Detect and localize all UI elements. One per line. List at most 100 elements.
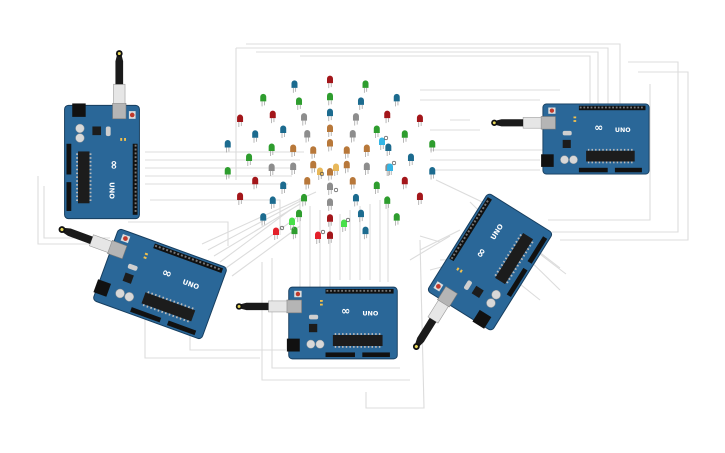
arduino-uno-board-2[interactable]: ∞UNO: [40, 209, 228, 340]
wire[interactable]: [560, 71, 689, 241]
wire[interactable]: [552, 61, 679, 233]
led[interactable]: [252, 176, 259, 190]
usb-cable[interactable]: [239, 302, 269, 311]
led[interactable]: [327, 92, 333, 106]
led[interactable]: [280, 125, 287, 139]
led[interactable]: [357, 209, 364, 223]
led[interactable]: [393, 213, 400, 226]
led[interactable]: [301, 193, 308, 207]
arduino-uno-board-4[interactable]: ∞UNO: [491, 103, 650, 175]
wire[interactable]: [409, 235, 451, 261]
led[interactable]: [401, 176, 408, 190]
led[interactable]: [310, 160, 317, 174]
led[interactable]: [327, 198, 333, 211]
led[interactable]: [260, 213, 267, 226]
led[interactable]: [290, 162, 297, 175]
led-green-lit[interactable]: [289, 217, 295, 231]
led[interactable]: [327, 182, 333, 196]
usb-plug[interactable]: [113, 83, 126, 104]
usb-cable[interactable]: [115, 53, 124, 85]
reset-button[interactable]: [122, 236, 128, 242]
connection-node[interactable]: [333, 187, 339, 193]
led[interactable]: [291, 226, 298, 240]
led[interactable]: [260, 93, 267, 107]
led[interactable]: [304, 130, 311, 143]
connection-node[interactable]: [319, 171, 325, 177]
led[interactable]: [373, 181, 380, 194]
led[interactable]: [327, 124, 333, 137]
led-red-lit[interactable]: [315, 231, 321, 244]
led[interactable]: [269, 196, 276, 209]
led[interactable]: [269, 110, 276, 124]
led[interactable]: [343, 146, 350, 159]
wire[interactable]: [548, 84, 651, 221]
led[interactable]: [393, 93, 400, 107]
led[interactable]: [246, 153, 253, 167]
usb-cable[interactable]: [413, 317, 437, 349]
led[interactable]: [349, 176, 356, 190]
wire[interactable]: [271, 258, 400, 369]
wire[interactable]: [300, 55, 591, 108]
led[interactable]: [237, 192, 244, 205]
reset-button[interactable]: [549, 108, 555, 113]
led[interactable]: [385, 143, 392, 157]
reset-button[interactable]: [129, 112, 135, 118]
led[interactable]: [416, 114, 423, 128]
led[interactable]: [327, 75, 333, 89]
led[interactable]: [384, 110, 391, 124]
led-blue-lit[interactable]: [387, 163, 393, 177]
led[interactable]: [327, 108, 333, 122]
led[interactable]: [429, 167, 436, 180]
led[interactable]: [268, 163, 275, 176]
led[interactable]: [224, 167, 231, 180]
led-red-lit[interactable]: [273, 227, 279, 241]
led[interactable]: [352, 113, 359, 126]
wire[interactable]: [207, 197, 307, 251]
wire[interactable]: [261, 262, 410, 381]
led[interactable]: [363, 144, 370, 158]
usb-plug[interactable]: [268, 300, 288, 313]
wire[interactable]: [246, 43, 621, 128]
led-green-lit[interactable]: [341, 219, 347, 232]
wire[interactable]: [219, 209, 291, 263]
led[interactable]: [327, 138, 333, 152]
connection-node[interactable]: [345, 217, 351, 223]
arduino-uno-board-5[interactable]: ∞UNO: [397, 193, 553, 379]
reset-button[interactable]: [295, 291, 301, 297]
led[interactable]: [310, 146, 317, 159]
led[interactable]: [296, 209, 303, 223]
led[interactable]: [416, 192, 423, 205]
connection-node[interactable]: [391, 160, 397, 166]
led[interactable]: [357, 97, 364, 110]
wire[interactable]: [225, 217, 297, 269]
arduino-uno-board-1[interactable]: ∞UNO: [64, 50, 140, 220]
usb-plug[interactable]: [522, 117, 542, 129]
wire[interactable]: [213, 203, 301, 257]
led-amber-lit[interactable]: [333, 163, 339, 177]
led-blue-lit[interactable]: [379, 137, 385, 151]
reset-button[interactable]: [435, 283, 441, 289]
led[interactable]: [401, 130, 408, 143]
wire[interactable]: [256, 51, 599, 112]
led[interactable]: [349, 130, 356, 143]
led[interactable]: [304, 176, 311, 190]
led[interactable]: [280, 181, 287, 194]
usb-plug[interactable]: [89, 234, 113, 253]
wire[interactable]: [201, 191, 317, 245]
led[interactable]: [301, 113, 308, 126]
led[interactable]: [373, 125, 380, 139]
connection-node[interactable]: [279, 225, 285, 231]
led[interactable]: [384, 196, 391, 209]
wire[interactable]: [365, 239, 425, 409]
wire[interactable]: [419, 235, 441, 243]
connection-node[interactable]: [320, 229, 326, 235]
led[interactable]: [352, 193, 359, 207]
led[interactable]: [363, 162, 370, 175]
led[interactable]: [343, 160, 350, 174]
led[interactable]: [296, 97, 303, 110]
led[interactable]: [224, 139, 231, 153]
wire[interactable]: [419, 229, 461, 251]
led[interactable]: [252, 130, 259, 143]
led[interactable]: [291, 80, 298, 93]
